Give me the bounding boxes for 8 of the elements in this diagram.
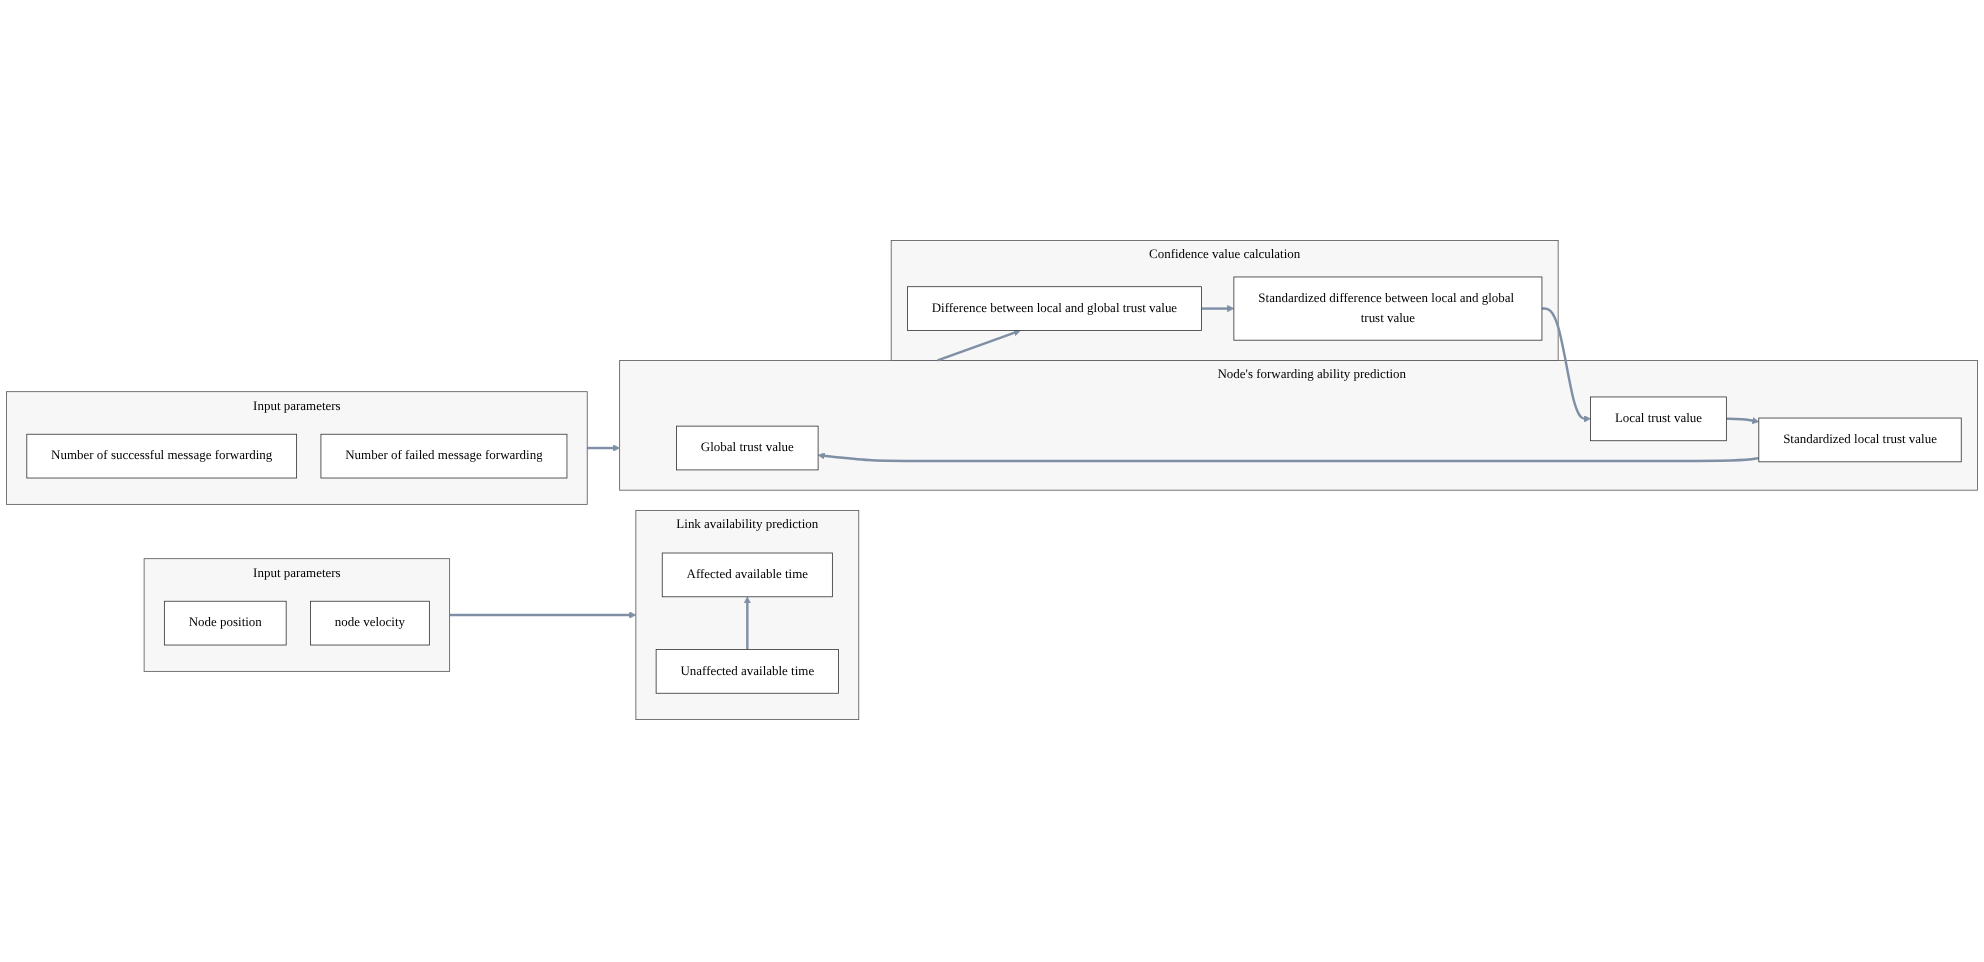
arrow [1201, 305, 1235, 314]
arrow [449, 612, 637, 620]
arrow [817, 453, 1759, 464]
arrow [743, 597, 751, 651]
arrow [937, 330, 1021, 363]
arrow [1541, 308, 1591, 424]
arrow [587, 445, 620, 453]
arrow [1726, 418, 1760, 426]
